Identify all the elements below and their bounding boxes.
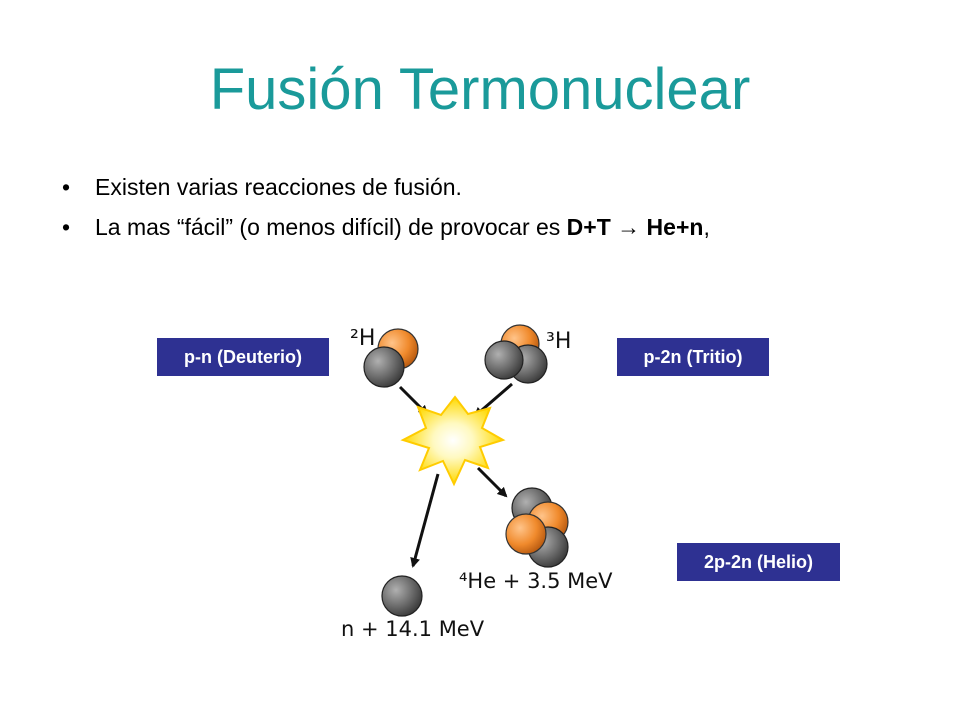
fusion-burst: [400, 395, 506, 487]
reaction-equation: D+T → He+n: [566, 214, 704, 240]
neutron: [363, 346, 405, 388]
tritium-label: ³H: [546, 329, 571, 354]
page-title: Fusión Termonuclear: [209, 57, 751, 122]
neutron: [484, 340, 524, 380]
bullet-suffix: ,: [703, 214, 710, 240]
label-deuterio: p-n (Deuterio): [157, 338, 329, 376]
bullet-text: Existen varias reacciones de fusión.: [95, 174, 462, 200]
bullet-item: • Existen varias reacciones de fusión.: [62, 170, 710, 210]
arrow-helium: [476, 466, 508, 498]
bullet-dot: •: [62, 214, 71, 240]
deuterium-nucleus: [363, 328, 419, 388]
neutron-label: n + 14.1 MeV: [341, 617, 485, 641]
helium-nucleus: [505, 487, 569, 568]
helium-label: ⁴He + 3.5 MeV: [459, 569, 613, 593]
deuterium-label: ²H: [350, 326, 375, 351]
label-tritio: p-2n (Tritio): [617, 338, 769, 376]
arrow-neutron: [410, 473, 440, 568]
proton: [505, 513, 547, 555]
bullet-text: La mas “fácil” (o menos difícil) de prov…: [95, 214, 567, 240]
bullet-item: • La mas “fácil” (o menos difícil) de pr…: [62, 210, 710, 250]
label-helio: 2p-2n (Helio): [677, 543, 840, 581]
bullet-list: • Existen varias reacciones de fusión. •…: [62, 170, 710, 250]
bullet-dot: •: [62, 174, 71, 200]
tritium-nucleus: [484, 324, 548, 384]
free-neutron: [381, 575, 423, 617]
